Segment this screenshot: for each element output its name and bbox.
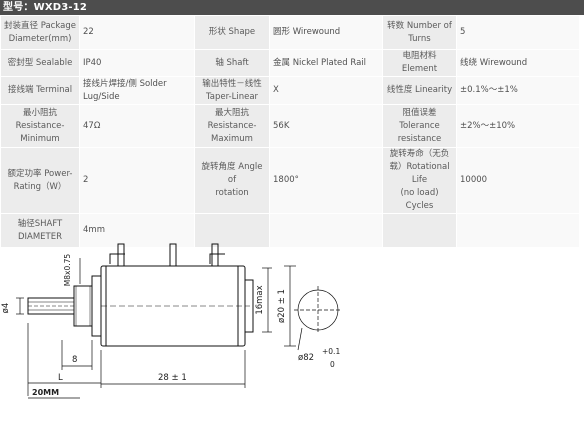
spec-value: 56K <box>273 120 290 131</box>
spec-label: 接线端 Terminal <box>7 85 73 95</box>
spec-label-cell: 输出特性－线性 Taper-Linear <box>194 76 270 105</box>
spec-label: 封装直径 Package Diameter(mm) <box>4 20 76 44</box>
spec-label: 电阻材料 Element <box>401 51 438 74</box>
spec-label-cell <box>382 213 457 248</box>
spec-value-cell: 10000 <box>456 147 580 214</box>
spec-label-cell: 轴 Shaft <box>194 49 270 77</box>
dim-8: 8 <box>72 355 77 365</box>
spec-value-cell: 1800° <box>269 147 383 214</box>
spec-value: 4mm <box>83 225 105 235</box>
spec-label-cell: 转数 Number of Turns <box>382 15 457 50</box>
spec-value: 22 <box>83 27 94 37</box>
spec-label-cell: 接线端 Terminal <box>0 76 80 105</box>
spec-value-cell: ±2%～±10% <box>456 104 580 148</box>
spec-row: 轴径SHAFT DIAMETER 4mm <box>0 213 580 248</box>
spec-value-cell: IP40 <box>79 49 195 77</box>
spec-label-cell: 轴径SHAFT DIAMETER <box>0 213 80 248</box>
spec-label-cell: 旋转角度 Angle of rotation <box>194 147 270 214</box>
spec-value-cell: 接线片焊接/侧 Solder Lug/Side <box>79 76 195 105</box>
spec-label: 阻值误差 Tolerance resistance <box>397 107 442 144</box>
dimension-labels: ø4 M8x0.75 8 L 20MM 28 ± 1 16max ø20 ± 1… <box>1 254 340 397</box>
spec-value: 圆形 Wirewound <box>273 27 341 37</box>
dim-20mm: 20MM <box>32 388 59 397</box>
terminal-lug-2 <box>169 243 177 267</box>
spec-value-cell <box>269 213 383 248</box>
spec-label-cell <box>194 213 270 248</box>
spec-label-cell: 最大阻抗 Resistance- Maximum <box>194 104 270 148</box>
spec-value-cell: ±0.1%～±1% <box>456 76 580 105</box>
potentiometer-side-view <box>27 243 254 347</box>
spec-value: 1800° <box>273 175 299 185</box>
spec-label: 输出特性－线性 Taper-Linear <box>202 78 262 102</box>
spec-label: 最大阻抗 Resistance- Maximum <box>207 107 257 144</box>
spec-value: 接线片焊接/侧 Solder Lug/Side <box>83 78 167 102</box>
spec-value: ±0.1%～±1% <box>460 85 518 95</box>
spec-value: 线绕 Wirewound <box>460 57 528 68</box>
dimension-lines <box>16 258 342 399</box>
spec-value-cell: 圆形 Wirewound <box>269 15 383 50</box>
rear-cap <box>244 279 254 333</box>
spec-label: 形状 Shape <box>208 27 256 37</box>
terminal-lug-3 <box>211 243 219 267</box>
spec-value: 47Ω <box>83 120 101 131</box>
spec-value-cell: 5 <box>456 15 580 50</box>
spec-value: IP40 <box>83 57 102 68</box>
spec-label-cell: 封装直径 Package Diameter(mm) <box>0 15 80 50</box>
spec-value-cell: 4mm <box>79 213 195 248</box>
spec-label: 额定功率 Power- Rating（W） <box>7 168 73 192</box>
dim-thread-spec: M8x0.75 <box>63 254 72 287</box>
spec-value-cell: 47Ω <box>79 104 195 148</box>
spec-label-cell: 形状 Shape <box>194 15 270 50</box>
spec-label: 旋转角度 Angle of rotation <box>201 162 263 198</box>
technical-drawing: ø4 M8x0.75 8 L 20MM 28 ± 1 16max ø20 ± 1… <box>1 243 342 399</box>
dim-hole-diameter: ø82 <box>298 353 314 363</box>
terminal-lug-1 <box>117 243 125 267</box>
spec-label-cell: 阻值误差 Tolerance resistance <box>382 104 457 148</box>
spec-label-cell: 电阻材料 Element <box>382 49 457 77</box>
spec-row: 封装直径 Package Diameter(mm) 22 形状 Shape 圆形 Wi… <box>0 15 580 50</box>
spec-value-cell <box>456 213 580 248</box>
threaded-bushing <box>73 285 93 327</box>
spec-label-cell: 额定功率 Power- Rating（W） <box>0 147 80 214</box>
spec-value-cell: X <box>269 76 383 105</box>
spec-label-cell: 线性度 Linearity <box>382 76 457 105</box>
product-model-title: 型号：WXD3-12 <box>0 0 584 15</box>
dim-L: L <box>58 373 63 383</box>
dim-hole-tol-upper: +0.1 <box>322 347 340 356</box>
spec-row: 最小阻抗 Resistance- Minimum 47Ω 最大阻抗 Resistan… <box>0 104 580 148</box>
spec-row: 额定功率 Power- Rating（W） 2 旋转角度 Angle of rota… <box>0 147 580 214</box>
dim-shaft-diameter: ø4 <box>1 303 11 314</box>
spec-label-cell: 密封型 Sealable <box>0 49 80 77</box>
spec-value-cell: 22 <box>79 15 195 50</box>
spec-value: X <box>273 85 279 95</box>
dim-16max: 16max <box>255 285 265 314</box>
dim-body-diameter: ø20 ± 1 <box>277 289 287 323</box>
spec-label: 轴径SHAFT DIAMETER <box>17 218 63 242</box>
spec-label: 旋转寿命（无负 载）Rotational Life (no load) Cycl… <box>389 149 450 211</box>
spec-value-cell: 线绕 Wirewound <box>456 49 580 77</box>
spec-value: ±2%～±10% <box>460 120 516 131</box>
spec-label: 最小阻抗 Resistance- Minimum <box>15 107 65 144</box>
spec-label: 轴 Shaft <box>215 57 249 68</box>
spec-label-cell: 旋转寿命（无负 载）Rotational Life (no load) Cycl… <box>382 147 457 214</box>
spec-value-cell: 2 <box>79 147 195 214</box>
spec-row: 密封型 Sealable IP40 轴 Shaft 金属 Nickel Plated … <box>0 49 580 77</box>
spec-row: 接线端 Terminal 接线片焊接/侧 Solder Lug/Side 输出特性－… <box>0 76 580 105</box>
spec-label: 转数 Number of Turns <box>387 20 452 44</box>
mounting-flange <box>91 275 102 337</box>
spec-value: 2 <box>83 175 89 185</box>
spec-table: 封装直径 Package Diameter(mm) 22 形状 Shape 圆形 Wi… <box>0 15 580 248</box>
dim-hole-tol-lower: 0 <box>330 360 335 369</box>
spec-value: 5 <box>460 27 466 37</box>
spec-label: 线性度 Linearity <box>386 85 453 95</box>
spec-value-cell: 金属 Nickel Plated Rail <box>269 49 383 77</box>
spec-value: 10000 <box>460 175 488 185</box>
spec-value: 金属 Nickel Plated Rail <box>273 57 367 68</box>
spec-value-cell: 56K <box>269 104 383 148</box>
dim-body-length: 28 ± 1 <box>158 373 187 383</box>
spec-label: 密封型 Sealable <box>7 57 73 68</box>
spec-label-cell: 最小阻抗 Resistance- Minimum <box>0 104 80 148</box>
